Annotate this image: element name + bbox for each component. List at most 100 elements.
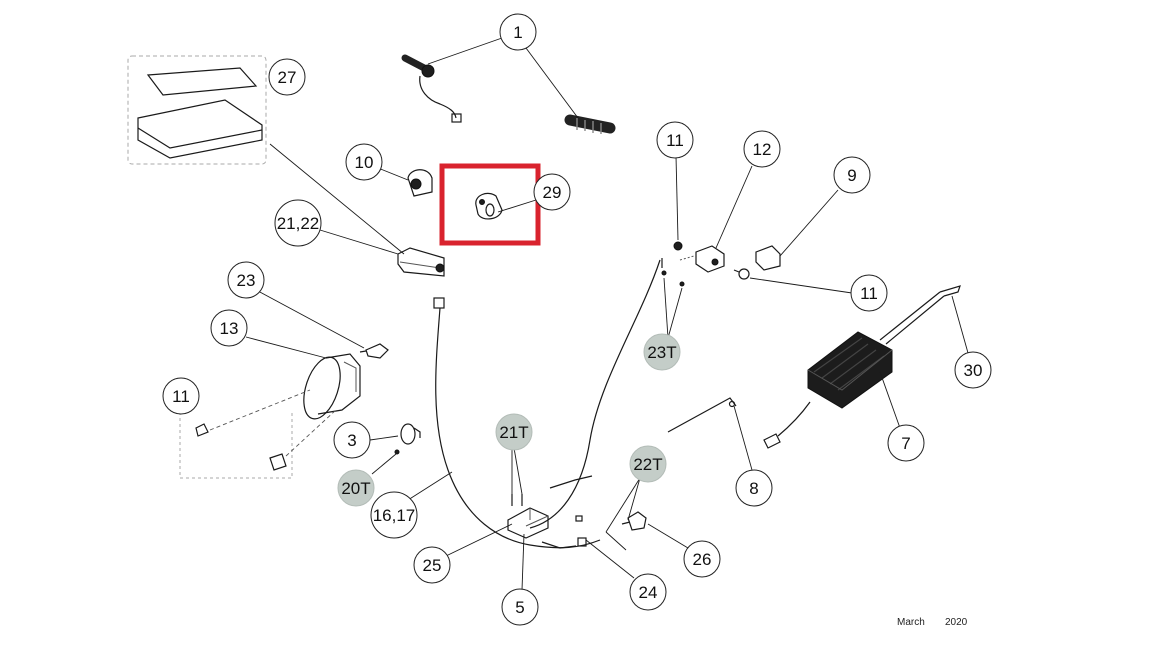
callout-11: 11 — [656, 121, 694, 159]
callout-label: 5 — [515, 598, 524, 617]
callout-20T: 20T — [337, 469, 375, 507]
callout-8: 8 — [735, 469, 773, 507]
part-21-22-control-box — [397, 247, 445, 277]
callout-label: 8 — [749, 479, 758, 498]
callout-7: 7 — [887, 424, 925, 462]
part-5-relay-box — [507, 507, 549, 539]
callout-circle — [274, 199, 322, 247]
callout-label: 11 — [860, 284, 878, 303]
callout-21T: 21T — [495, 413, 533, 451]
callout-circle — [501, 588, 539, 626]
callout-23T: 23T — [643, 333, 681, 371]
part-29-component — [475, 192, 503, 220]
callout-13: 13 — [210, 309, 248, 347]
leader-lines — [245, 37, 969, 591]
callout-label: 25 — [423, 556, 442, 575]
part-11-bulb-left — [179, 389, 337, 479]
callout-group: 1 27 10 29 11 12 9 21,22 23 11 23T 13 30 11 7 3 21T 22T 20… — [162, 13, 992, 626]
callout-22T: 22T — [629, 445, 667, 483]
part-23-bulb — [359, 343, 389, 359]
callout-3: 3 — [333, 421, 371, 459]
callout-29: 29 — [533, 173, 571, 211]
callout-5: 5 — [501, 588, 539, 626]
callout-circle — [629, 573, 667, 611]
callout-label: 26 — [693, 550, 712, 569]
callout-circle — [954, 351, 992, 389]
callout-circle — [735, 469, 773, 507]
callout-circle — [345, 143, 383, 181]
callout-label: 13 — [220, 319, 239, 338]
callout-circle — [337, 469, 375, 507]
callout-label: 23T — [647, 343, 676, 362]
callout-11: 11 — [850, 274, 888, 312]
part-1-right-grip — [564, 114, 616, 134]
callout-circle — [833, 156, 871, 194]
callout-11: 11 — [162, 377, 200, 415]
callout-label: 21T — [499, 423, 528, 442]
part-1-left-grip — [401, 54, 462, 123]
callout-10: 10 — [345, 143, 383, 181]
part-10-switch — [407, 169, 433, 197]
callout-21-22: 21,22 — [274, 199, 322, 247]
callout-12: 12 — [743, 130, 781, 168]
callout-circle — [656, 121, 694, 159]
callout-label: 20T — [341, 479, 370, 498]
callout-circle — [495, 413, 533, 451]
callout-label: 27 — [278, 68, 297, 87]
callout-9: 9 — [833, 156, 871, 194]
callout-label: 24 — [639, 583, 658, 602]
callout-label: 21,22 — [277, 214, 320, 233]
callout-label: 23 — [237, 271, 256, 290]
callout-1: 1 — [499, 13, 537, 51]
callout-30: 30 — [954, 351, 992, 389]
callout-label: 16,17 — [373, 506, 416, 525]
callout-circle — [683, 540, 721, 578]
callout-circle — [162, 377, 200, 415]
callout-circle — [499, 13, 537, 51]
part-7-charger — [763, 285, 961, 449]
callout-circle — [370, 491, 418, 539]
part-9-cap — [755, 245, 781, 271]
callout-label: 10 — [355, 153, 374, 172]
part-16-17-wiring-harness — [433, 258, 663, 549]
callout-25: 25 — [413, 546, 451, 584]
callout-label: 11 — [172, 387, 190, 406]
callout-circle — [533, 173, 571, 211]
callout-circle — [268, 58, 306, 96]
callout-label: 30 — [964, 361, 983, 380]
callout-circle — [210, 309, 248, 347]
callout-16-17: 16,17 — [370, 491, 418, 539]
callout-label: 7 — [901, 434, 910, 453]
callout-label: 9 — [847, 166, 856, 185]
parts-artwork — [127, 54, 961, 549]
callout-label: 12 — [753, 140, 772, 159]
part-13-headlight — [303, 353, 361, 420]
callout-circle — [743, 130, 781, 168]
callout-label: 3 — [347, 431, 356, 450]
callout-circle — [629, 445, 667, 483]
callout-circle — [887, 424, 925, 462]
callout-label: 11 — [666, 131, 684, 150]
callout-24: 24 — [629, 573, 667, 611]
callout-26: 26 — [683, 540, 721, 578]
footer-month: March — [897, 617, 925, 628]
callout-label: 22T — [633, 455, 662, 474]
callout-27: 27 — [268, 58, 306, 96]
part-27-lid-assembly — [127, 55, 267, 165]
callout-circle — [227, 261, 265, 299]
part-3-horn — [394, 423, 421, 455]
callout-circle — [850, 274, 888, 312]
part-26-connector — [621, 511, 647, 531]
callout-circle — [413, 546, 451, 584]
part-11-bulb-right — [733, 268, 750, 280]
callout-23: 23 — [227, 261, 265, 299]
callout-circle — [333, 421, 371, 459]
part-8-rod — [667, 397, 737, 433]
footer-year: 2020 — [945, 617, 968, 628]
part-12-switch-housing — [661, 241, 725, 287]
callout-label: 29 — [543, 183, 562, 202]
callout-circle — [643, 333, 681, 371]
highlight-box — [439, 163, 541, 246]
